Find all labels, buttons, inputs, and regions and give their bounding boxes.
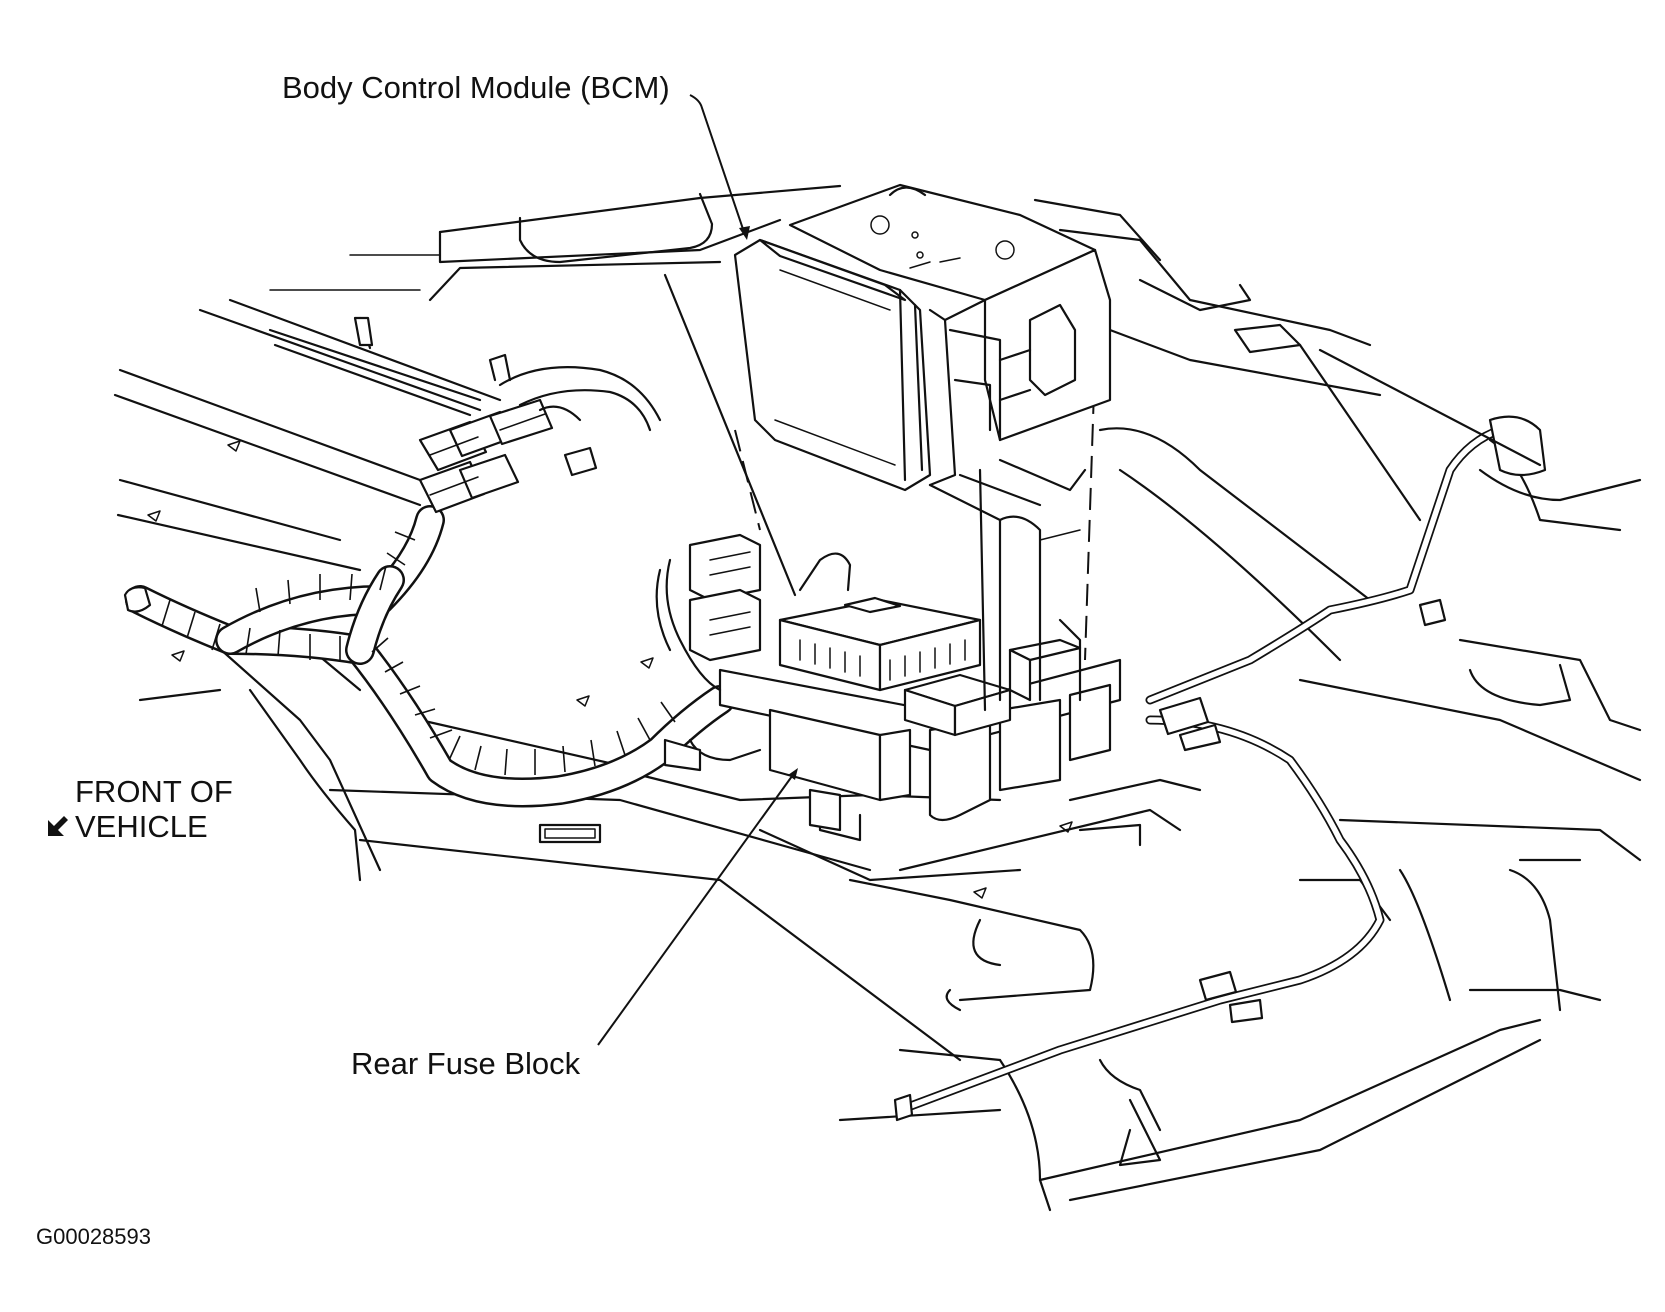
right-wiring-harness (893, 343, 1547, 1122)
arrow-down-left-icon (46, 812, 72, 838)
front-of-vehicle-line2: VEHICLE (75, 809, 208, 844)
rear-fuse-block (655, 529, 1122, 842)
rear-fuse-block-label: Rear Fuse Block (351, 1046, 581, 1081)
body-control-module (663, 183, 1112, 712)
bcm-label: Body Control Module (BCM) (282, 70, 670, 105)
figure-code: G00028593 (36, 1224, 151, 1249)
left-wiring-harness (123, 316, 735, 808)
front-of-vehicle-line1: FRONT OF (75, 774, 233, 809)
